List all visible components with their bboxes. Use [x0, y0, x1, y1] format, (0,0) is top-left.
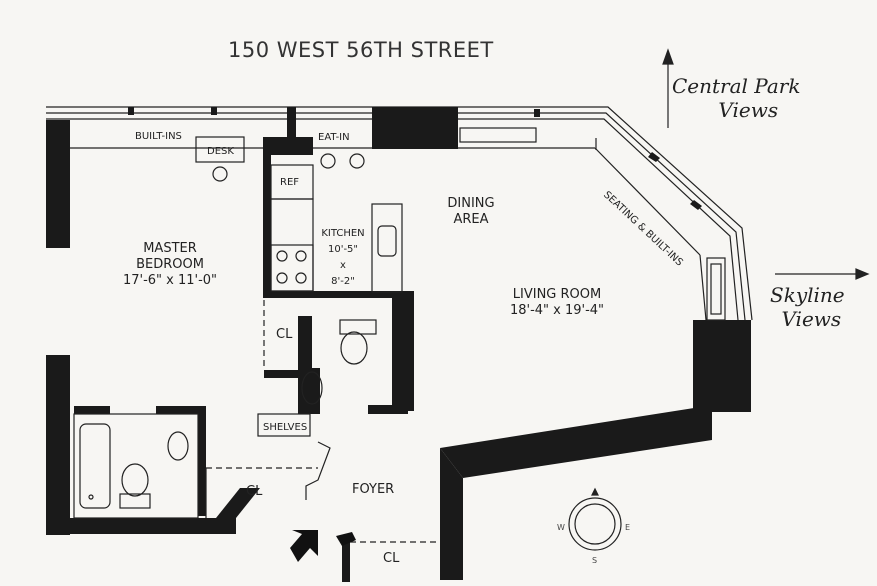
compass-south: S: [592, 556, 598, 565]
central-park-views: Central Park Views: [672, 74, 800, 122]
shelves-label: SHELVES: [263, 422, 308, 433]
room-name: DINING: [447, 196, 495, 211]
entry-arrow-icon: [290, 530, 318, 562]
kitchen-label: KITCHEN 10'-5" x 8'-2": [312, 226, 374, 290]
bathtub: [79, 423, 111, 509]
room-name: LIVING ROOM: [512, 287, 602, 302]
built-in-bench: [706, 257, 726, 321]
room-name: AREA: [453, 212, 489, 227]
desk-label: DESK: [207, 146, 234, 157]
living-room-label: LIVING ROOM 18'-4" x 19'-4": [498, 287, 616, 319]
walls: [46, 107, 751, 582]
kitchen-island: [371, 203, 403, 293]
built-ins-label: BUILT-INS: [135, 131, 182, 142]
room-name: KITCHEN: [321, 228, 365, 239]
view-label-line: Views: [718, 98, 779, 122]
skyline-views: Skyline Views: [770, 283, 845, 331]
room-dims: 17'-6" x 11'-0": [122, 273, 218, 288]
view-label-line: Skyline: [770, 283, 845, 307]
room-dims: 18'-4" x 19'-4": [509, 303, 605, 318]
ref-label: REF: [280, 177, 300, 188]
room-dims: 8'-2": [331, 276, 355, 287]
room-dims: 10'-5": [327, 244, 359, 255]
view-label-line: Views: [781, 307, 842, 331]
desk: [195, 136, 245, 163]
shelves: [257, 413, 311, 437]
master-bedroom-label: MASTER BEDROOM 17'-6" x 11'-0": [116, 241, 224, 289]
page-title: 150 WEST 56TH STREET: [228, 38, 494, 62]
foyer-label: FOYER: [352, 482, 395, 497]
closet-label: CL: [246, 484, 263, 499]
room-name: MASTER: [143, 241, 197, 256]
dining-area-label: DINING AREA: [440, 196, 502, 228]
closet-label: CL: [383, 551, 400, 566]
compass: [568, 497, 622, 551]
eat-in-label: EAT-IN: [318, 132, 350, 143]
room-dims: x: [340, 260, 346, 271]
view-label-line: Central Park: [672, 74, 801, 98]
compass-east: E: [625, 523, 631, 532]
room-name: BEDROOM: [136, 257, 204, 272]
compass-west: W: [557, 523, 565, 532]
closet-label: CL: [276, 327, 293, 342]
stove: [270, 244, 314, 292]
